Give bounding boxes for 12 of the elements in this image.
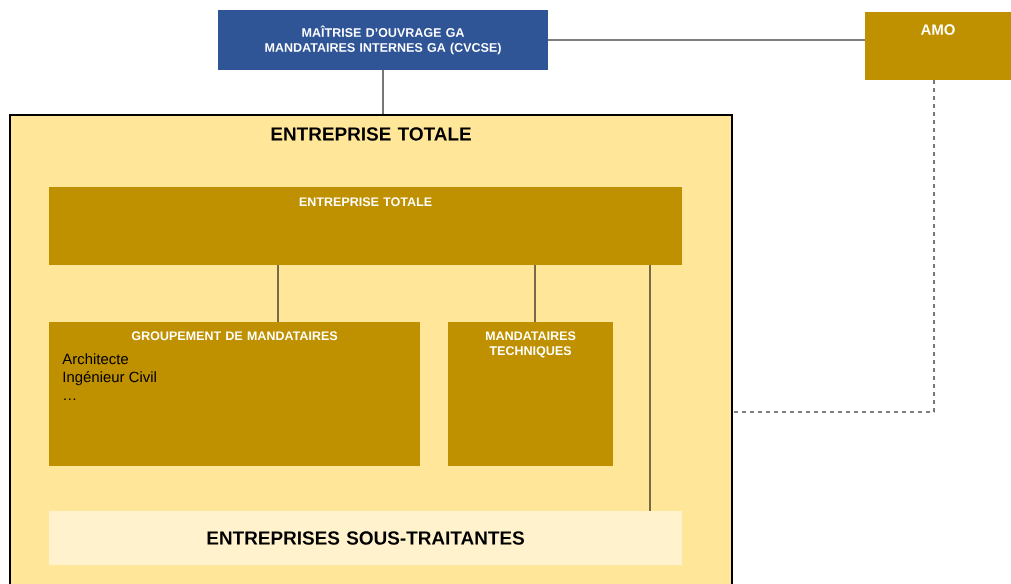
connector-line	[277, 264, 279, 323]
process-box: ENTREPRISE TOTALE	[49, 187, 682, 265]
connector-line	[731, 79, 935, 413]
band-box: ENTREPRISES SOUS-TRAITANTES	[49, 511, 682, 565]
connector-line	[382, 69, 384, 116]
connector-line	[649, 264, 651, 512]
connector-line	[547, 39, 866, 41]
item-list: Architecte Ingénieur Civil …	[62, 353, 156, 401]
side-box: AMO	[865, 12, 1011, 80]
header-box: MAÎTRISE D’OUVRAGE GA MANDATAIRES INTERNES GA (CVCSE)	[218, 10, 548, 70]
process-box: MANDATAIRES TECHNIQUES	[448, 322, 613, 466]
connector-line	[534, 264, 536, 323]
